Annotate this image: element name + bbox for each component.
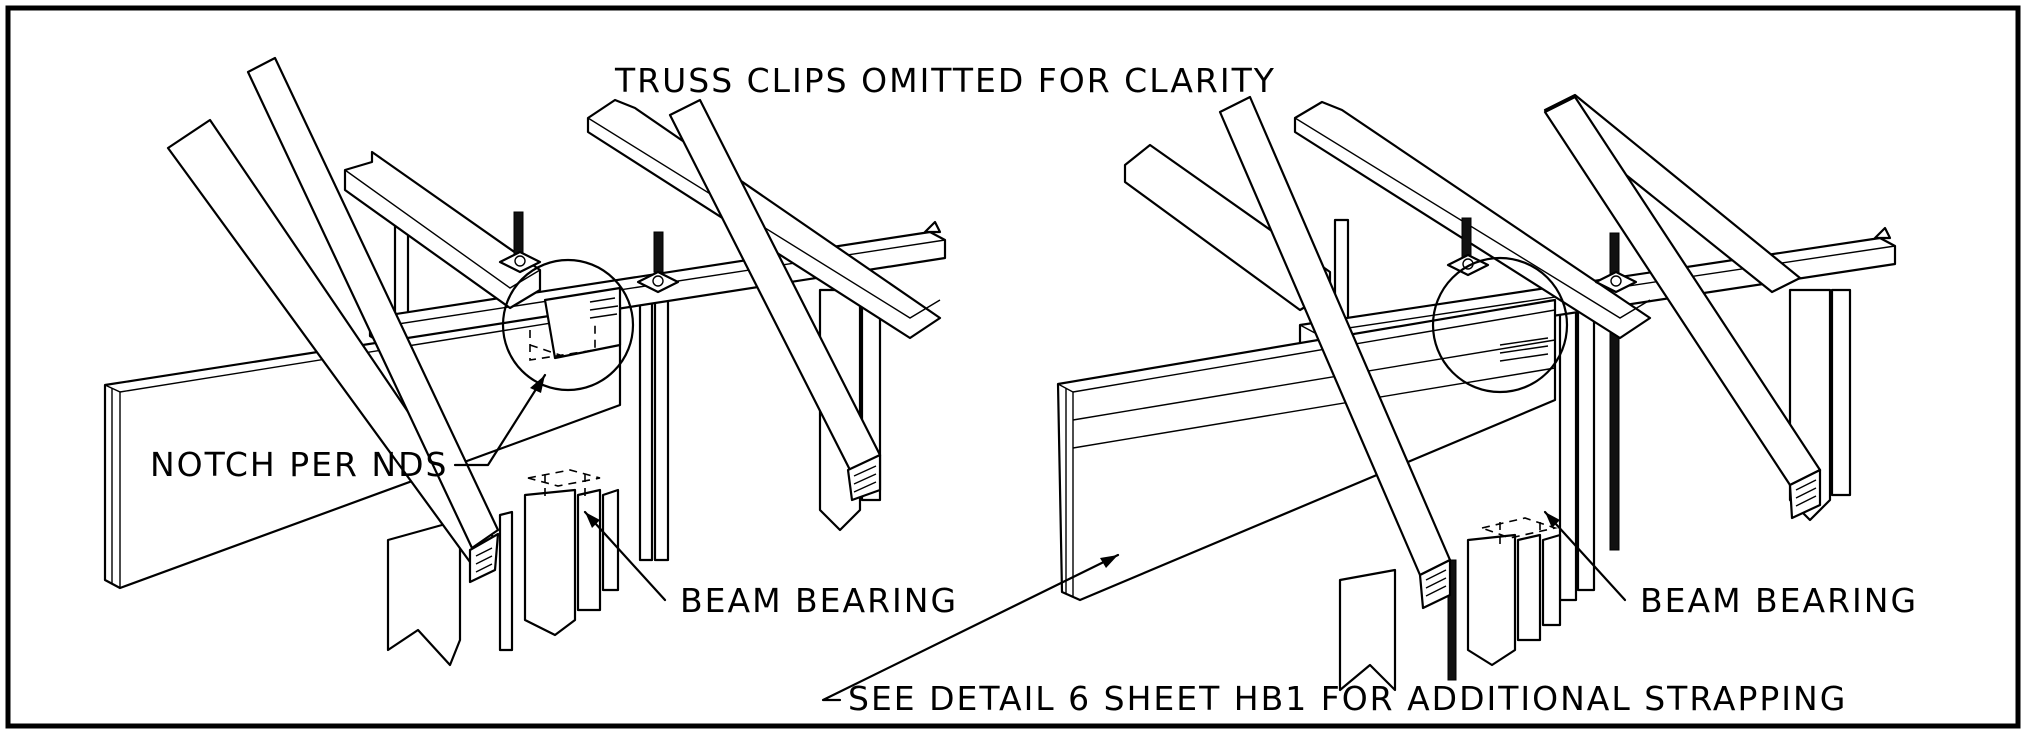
- right-isometric-view: [1056, 93, 1897, 692]
- right-upper-members: [1123, 93, 1802, 340]
- left-anchor-bolts: [498, 211, 680, 294]
- right-rear-posts: [1333, 218, 1852, 602]
- left-notch: [501, 258, 635, 392]
- left-upper-members: [343, 98, 942, 340]
- left-rafters: [166, 56, 882, 584]
- left-isometric-view: [103, 56, 947, 667]
- strapping-leader: [821, 553, 1120, 702]
- right-anchor-bolts: [1446, 217, 1638, 294]
- drawing-border: [5, 5, 2021, 729]
- notch-label: NOTCH PER NDS: [150, 445, 448, 484]
- right-main-beam: [1056, 298, 1557, 602]
- strapping-note: SEE DETAIL 6 SHEET HB1 FOR ADDITIONAL ST…: [848, 679, 1847, 718]
- right-rafters: [1218, 95, 1822, 610]
- right-notch: [1431, 256, 1569, 394]
- truss-clips-note: TRUSS CLIPS OMITTED FOR CLARITY: [614, 61, 1276, 100]
- beam-bearing-label-right: BEAM BEARING: [1640, 581, 1918, 620]
- left-front-posts: [386, 469, 620, 667]
- right-leaders: [1543, 510, 1627, 602]
- beam-bearing-label-left: BEAM BEARING: [680, 581, 958, 620]
- left-leaders: [453, 373, 667, 602]
- left-main-beam: [103, 303, 622, 590]
- right-front-posts: [1338, 517, 1562, 692]
